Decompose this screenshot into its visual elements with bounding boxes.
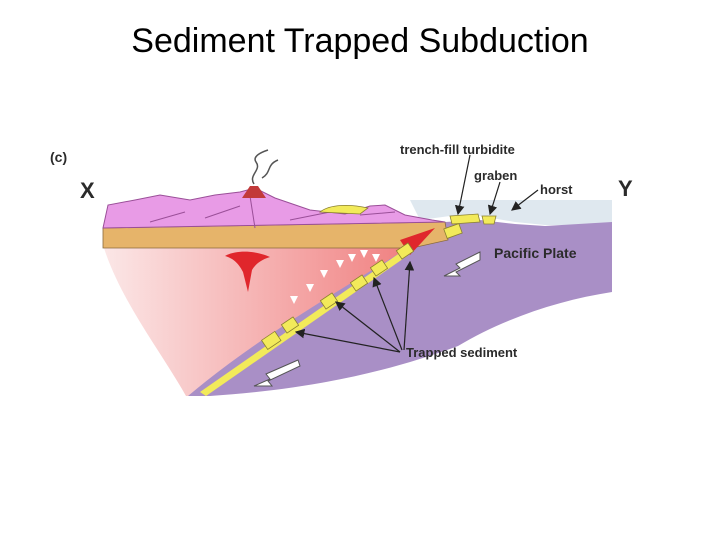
volcano-smoke [251, 149, 279, 185]
basin-sediment [318, 204, 369, 215]
fluid-arrows [290, 250, 380, 304]
label-horst: horst [540, 182, 573, 197]
label-pacific-plate: Pacific Plate [494, 245, 577, 261]
label-trench-fill: trench-fill turbidite [400, 142, 515, 157]
plate-motion-arrow-lower [253, 359, 301, 387]
continental-crust [102, 187, 446, 229]
crust-fault-lines [149, 195, 396, 229]
trench-fill-sediment [449, 213, 481, 225]
pacific-plate [186, 220, 612, 396]
plate-motion-arrow-upper [443, 251, 481, 277]
magma-plume [225, 251, 270, 292]
volcano [242, 186, 266, 198]
label-trapped-sediment: Trapped sediment [406, 345, 518, 360]
mantle-wedge [103, 245, 412, 396]
leader-lines [294, 154, 539, 353]
label-graben: graben [474, 168, 517, 183]
graben-fill [481, 215, 497, 225]
panel-label: (c) [50, 149, 67, 165]
end-label-x: X [80, 178, 95, 203]
slide-title: Sediment Trapped Subduction [131, 22, 589, 60]
end-label-y: Y [618, 176, 633, 201]
trapped-sediment-blocks [261, 223, 463, 351]
